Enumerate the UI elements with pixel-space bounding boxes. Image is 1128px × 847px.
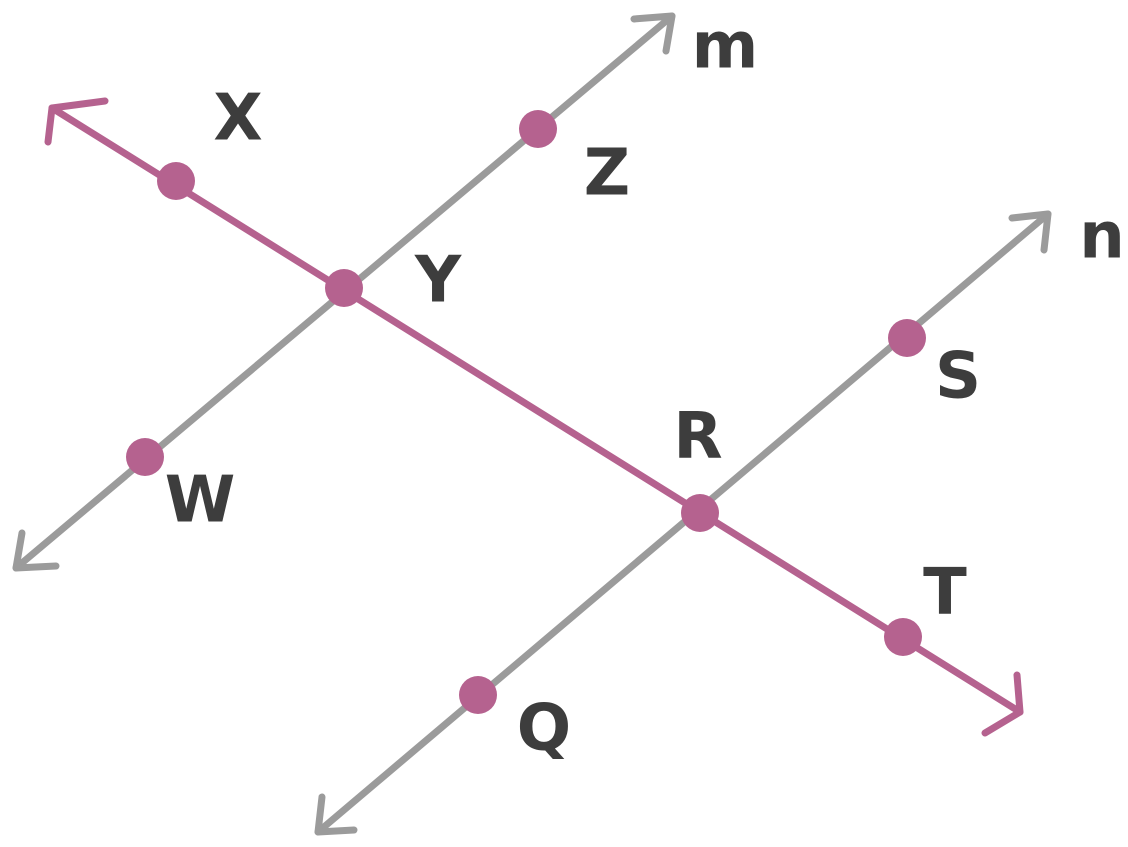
label-point-R: R: [673, 400, 722, 474]
line-n-stroke: [314, 210, 1052, 836]
point-W: [126, 438, 164, 476]
label-line-m: m: [692, 10, 759, 84]
label-point-W: W: [165, 464, 236, 538]
points: [126, 110, 926, 714]
label-point-Y: Y: [414, 244, 462, 318]
label-point-S: S: [935, 340, 981, 414]
point-X: [157, 162, 195, 200]
line-n: [314, 210, 1052, 836]
point-S: [888, 319, 926, 357]
label-line-n: n: [1079, 200, 1125, 274]
line-m-arrow-start: [12, 529, 60, 572]
label-point-T: T: [923, 556, 967, 630]
transversal-arrow-start: [44, 97, 109, 146]
label-point-X: X: [213, 82, 262, 156]
labels: m n X Z Y W S R T Q: [165, 10, 1125, 766]
transversal-line: [44, 97, 1024, 737]
point-R: [681, 494, 719, 532]
transversal-arrow-end: [981, 671, 1024, 737]
point-Q: [459, 676, 497, 714]
label-point-Z: Z: [584, 137, 630, 211]
point-Z: [519, 110, 557, 148]
line-n-arrow-start: [314, 793, 358, 836]
label-point-Q: Q: [517, 692, 571, 766]
line-m-arrow-end: [630, 12, 676, 55]
point-T: [884, 618, 922, 656]
point-Y: [325, 269, 363, 307]
transversal-stroke: [48, 104, 1024, 716]
line-n-arrow-end: [1008, 210, 1052, 254]
